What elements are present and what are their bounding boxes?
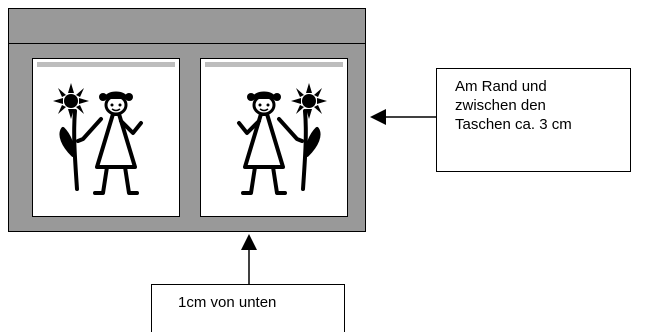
girl-with-flower-icon <box>237 83 327 195</box>
arrow-left-icon <box>370 109 436 125</box>
bottom-spacing-note: 1cm von unten <box>151 284 345 332</box>
arrow-up-icon <box>241 234 257 284</box>
board-header-strip <box>9 9 365 44</box>
side-spacing-note: Am Rand und zwischen den Taschen ca. 3 c… <box>436 68 631 172</box>
pocket-rim <box>205 62 343 67</box>
pocket-rim <box>37 62 175 67</box>
pocket-left <box>32 58 180 217</box>
note-line: 1cm von unten <box>178 294 277 311</box>
wall-hanging-board <box>8 8 366 232</box>
note-line: Am Rand und <box>455 78 547 95</box>
note-line: zwischen den <box>455 97 546 114</box>
pocket-right <box>200 58 348 217</box>
note-line: Taschen ca. 3 cm <box>455 116 572 133</box>
girl-with-flower-icon <box>53 83 143 195</box>
